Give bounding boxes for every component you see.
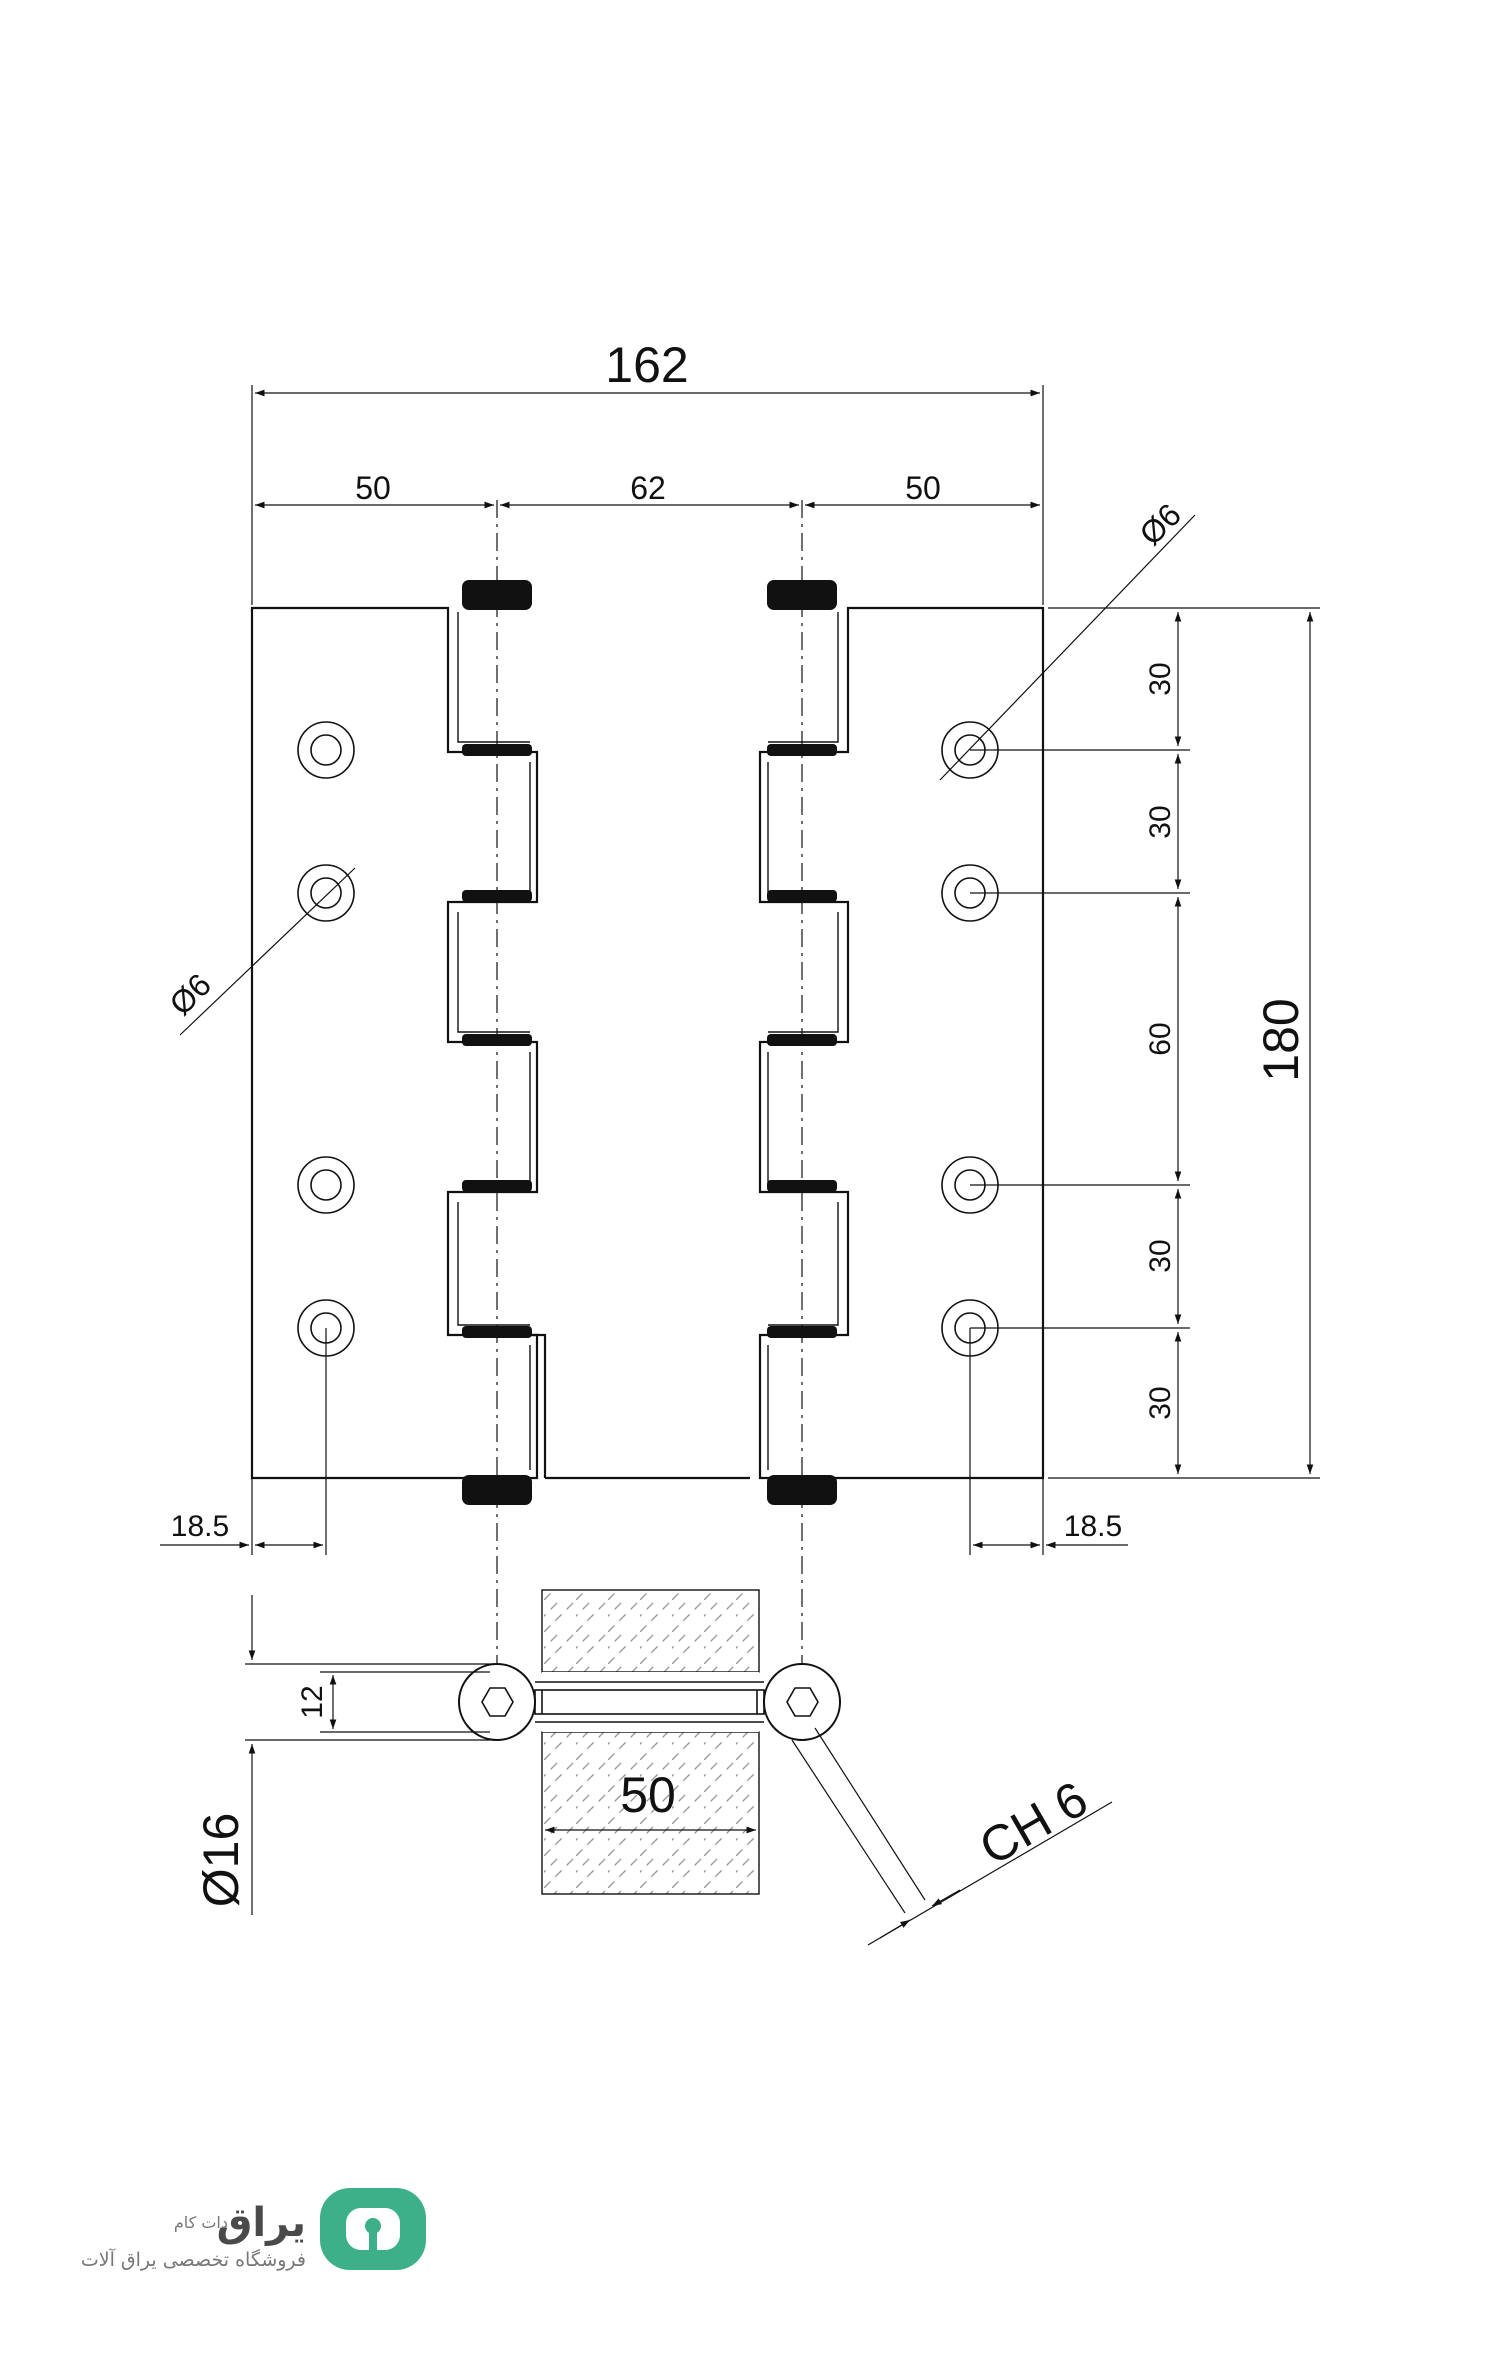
section-dimension-lines bbox=[245, 1595, 1113, 1946]
hex-key-label: CH 6 bbox=[970, 1771, 1097, 1876]
right-leaf-label: 50 bbox=[905, 470, 941, 506]
edge-offset-right-label: 18.5 bbox=[1064, 1510, 1122, 1543]
hinge-bushings bbox=[462, 580, 837, 1505]
knuckle-diameter-label: Ø16 bbox=[193, 1813, 249, 1908]
hinge-outline bbox=[250, 606, 1045, 1480]
hole-spacing-4: 30 bbox=[1144, 1239, 1177, 1272]
section-thickness-label: 12 bbox=[296, 1685, 329, 1718]
overall-width-label: 162 bbox=[605, 337, 688, 393]
yaragh-logo: یراق دات کام فروشگاه تخصصی یراق آلات bbox=[81, 2188, 426, 2271]
hole-spacing-1: 30 bbox=[1144, 662, 1177, 695]
hole-spacing-5: 30 bbox=[1144, 1386, 1177, 1419]
logo-suffix: دات کام bbox=[174, 2213, 228, 2232]
door-thickness-label: 50 bbox=[620, 1767, 676, 1823]
logo-name: یراق bbox=[217, 2200, 306, 2246]
overall-height-label: 180 bbox=[1253, 998, 1309, 1081]
knuckle-inner-lines bbox=[457, 612, 839, 1470]
hole-spacing-2: 30 bbox=[1144, 805, 1177, 838]
pin-axis-centerlines bbox=[496, 500, 803, 1690]
edge-offset-left-label: 18.5 bbox=[171, 1510, 229, 1543]
hole-diameter-right-label: Ø6 bbox=[1132, 496, 1188, 552]
hole-diameter-left-label: Ø6 bbox=[162, 966, 218, 1022]
dimension-lines bbox=[160, 385, 1320, 1555]
hole-spacing-3: 60 bbox=[1144, 1022, 1177, 1055]
screw-holes bbox=[297, 721, 999, 1357]
section-view bbox=[458, 1589, 841, 1895]
center-leaf-label: 62 bbox=[630, 470, 666, 506]
left-leaf-label: 50 bbox=[355, 470, 391, 506]
logo-tagline: فروشگاه تخصصی یراق آلات bbox=[81, 2247, 306, 2271]
